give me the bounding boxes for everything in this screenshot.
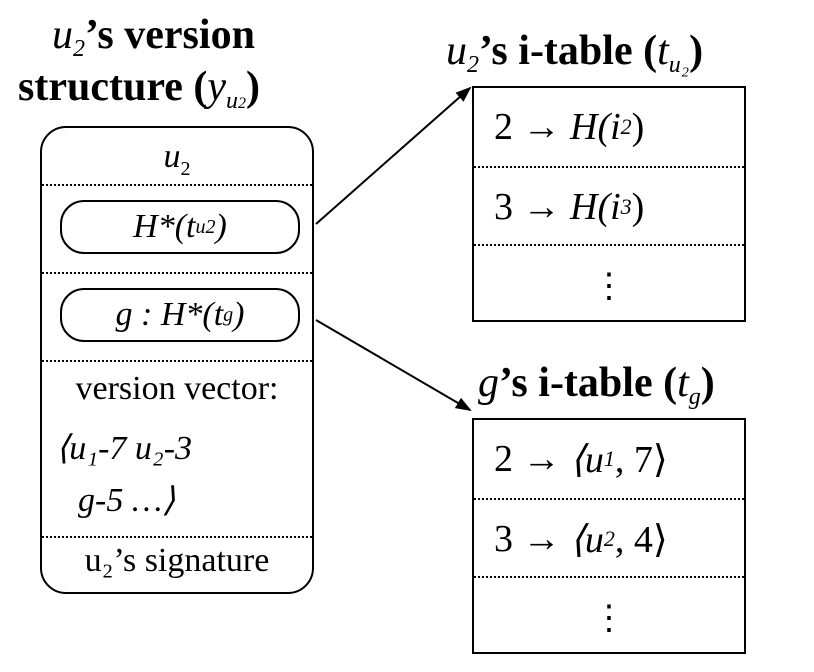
- divider: [42, 536, 312, 538]
- row-value-close: ): [631, 186, 645, 228]
- row-value-close: , 4⟩: [614, 518, 668, 561]
- title-text: ’s version: [85, 12, 255, 58]
- row-arrow: →: [522, 186, 561, 228]
- itable-title-t: t: [657, 28, 669, 74]
- row-value-sub: 2: [603, 526, 615, 551]
- title-subsub: 2: [237, 95, 246, 112]
- row-value-close: , 7⟩: [614, 438, 668, 481]
- row-key: 2: [494, 438, 513, 480]
- row-key: 3: [494, 186, 513, 228]
- row-value-sub: 2: [620, 114, 632, 139]
- version-vector-line2: g-5 …⟩: [78, 482, 176, 519]
- title-text-2: structure (: [18, 64, 208, 110]
- row-key: 2: [494, 106, 513, 148]
- hash-pill-sub: u2: [195, 215, 216, 238]
- divider: [474, 244, 744, 246]
- itable-title-t-sub: u₂: [668, 52, 690, 78]
- divider: [474, 498, 744, 500]
- arrow-to-g-itable: [315, 319, 472, 412]
- title-var-u: u: [52, 12, 73, 58]
- divider: [42, 272, 312, 274]
- divider: [474, 576, 744, 578]
- owner-sub: 2: [180, 157, 191, 180]
- row-value: H(i: [570, 186, 621, 228]
- owner-var: u: [163, 138, 181, 175]
- g-title-t: t: [677, 360, 689, 406]
- row-value: ⟨u: [570, 438, 604, 481]
- g-itable-title: g’s i-table (tg): [478, 362, 715, 409]
- row-value-close: ): [631, 106, 645, 148]
- row-value-sub: 1: [603, 446, 615, 471]
- hash-pill-close: ): [215, 208, 227, 245]
- arrow-to-u2-itable: [315, 86, 472, 225]
- owner-cell: u2: [42, 138, 312, 186]
- divider: [42, 184, 312, 186]
- divider: [474, 166, 744, 168]
- row-arrow: →: [522, 106, 561, 148]
- group-pill-text: g : H*(t: [115, 296, 224, 333]
- version-vector-label: version vector:: [75, 370, 279, 407]
- g-title-t-sub: g: [688, 384, 701, 410]
- version-structure-title: u2’s version: [52, 14, 255, 61]
- version-structure-title-line2: structure (yu2): [18, 66, 260, 113]
- title-var-y: y: [207, 64, 226, 110]
- itable-title-text: ’s i-table (: [479, 28, 658, 74]
- group-pill-sub: g: [223, 303, 234, 326]
- row-value-sub: 3: [620, 194, 632, 219]
- itable-title-close: ): [689, 28, 704, 74]
- version-vector-line1: ⟨u₁-7 u₂-3: [56, 430, 193, 467]
- signature-cell: u₂’s signature: [84, 542, 270, 579]
- g-title-text: ’s i-table (: [499, 360, 678, 406]
- group-pill-close: ): [233, 296, 245, 333]
- itable-title-sub: 2: [467, 52, 479, 78]
- row-key: 3: [494, 518, 513, 560]
- g-title-close: ): [700, 360, 715, 406]
- title-sub: 2: [73, 36, 85, 62]
- row-value: ⟨u: [570, 518, 604, 561]
- u2-itable-title: u2’s i-table (tu₂): [446, 30, 703, 77]
- title-sub-u: u: [225, 88, 238, 114]
- g-title-var: g: [478, 360, 499, 406]
- title-close: ): [245, 64, 260, 110]
- divider: [42, 360, 312, 362]
- row-arrow: →: [522, 518, 561, 560]
- row-value: H(i: [570, 106, 621, 148]
- row-arrow: →: [522, 438, 561, 480]
- title-sub-y: u2: [226, 88, 246, 114]
- itable-title-var: u: [446, 28, 467, 74]
- hash-pill-text: H*(t: [133, 208, 196, 245]
